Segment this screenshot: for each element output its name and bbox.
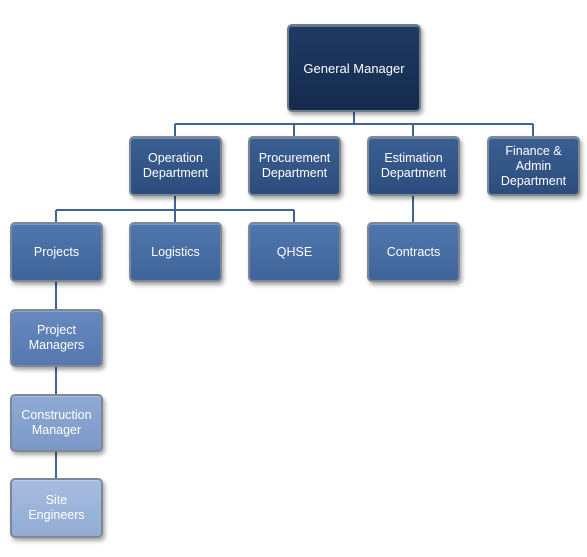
node-contracts: Contracts	[367, 222, 460, 282]
node-logistics: Logistics	[129, 222, 222, 282]
node-procurement-department: Procurement Department	[248, 136, 341, 196]
label-construction-manager: Construction Manager	[21, 408, 92, 437]
label-contracts: Contracts	[386, 244, 441, 259]
node-qhse: QHSE	[248, 222, 341, 282]
label-qhse: QHSE	[276, 244, 313, 259]
label-operation-department: Operation Department	[142, 151, 209, 180]
label-estimation-department: Estimation Department	[380, 151, 447, 180]
node-project-managers: Project Managers	[10, 309, 103, 367]
node-construction-manager: Construction Manager	[10, 394, 103, 452]
label-procurement-department: Procurement Department	[258, 151, 331, 180]
node-projects: Projects	[10, 222, 103, 282]
node-operation-department: Operation Department	[129, 136, 222, 196]
node-site-engineers: Site Engineers	[10, 478, 103, 538]
label-logistics: Logistics	[151, 244, 200, 259]
label-projects: Projects	[33, 244, 80, 259]
label-project-managers: Project Managers	[28, 323, 85, 352]
label-finance-admin-department: Finance & Admin Department	[500, 143, 567, 188]
node-estimation-department: Estimation Department	[367, 136, 460, 196]
node-finance-admin-department: Finance & Admin Department	[487, 136, 580, 196]
label-site-engineers: Site Engineers	[28, 493, 85, 522]
node-general-manager: General Manager	[287, 24, 421, 112]
label-general-manager: General Manager	[303, 60, 405, 76]
